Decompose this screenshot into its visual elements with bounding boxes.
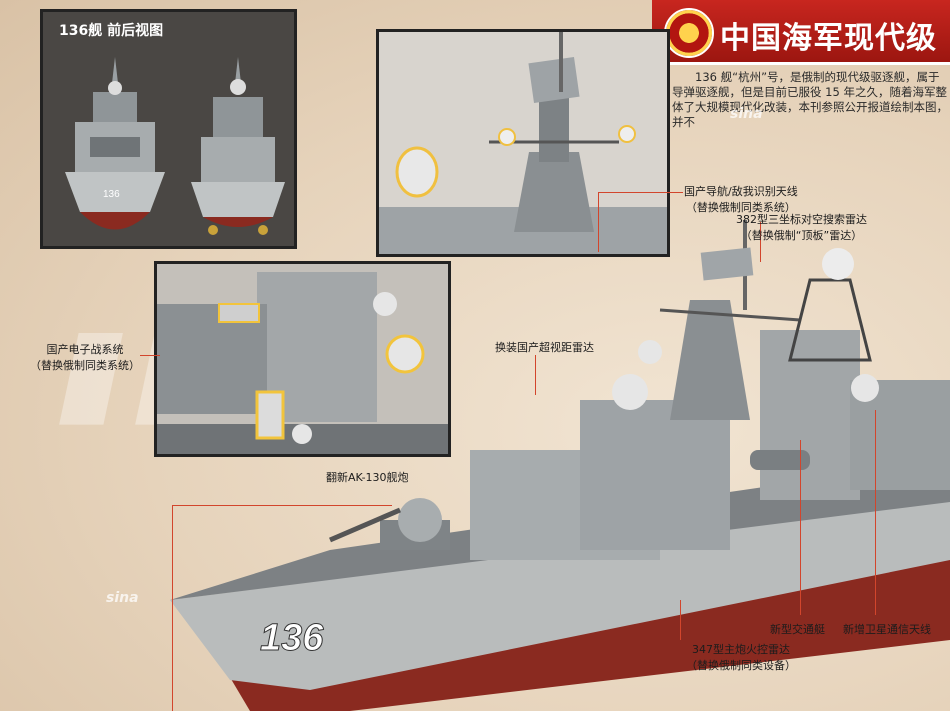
title-banner: 中国海军现代级 (652, 0, 950, 65)
leader-line (172, 505, 173, 711)
callout-line: 382型三坐标对空搜索雷达 (736, 213, 867, 226)
views-panel-title: 136舰 前后视图 (59, 23, 164, 39)
leader-line (875, 410, 876, 615)
svg-text:136: 136 (103, 189, 120, 200)
callout-ak130-gun: 翻新AK-130舰炮 (326, 470, 409, 486)
mast-detail-panel (376, 29, 670, 257)
callout-line: （替换俄制同类系统） (30, 359, 140, 372)
hull-number: 136 (260, 617, 324, 659)
callout-382-radar: 382型三坐标对空搜索雷达 （替换俄制“顶板”雷达） (736, 212, 867, 244)
callout-line: 国产电子战系统 (46, 343, 124, 356)
leader-line (680, 600, 681, 640)
sina-watermark: sina (106, 590, 139, 606)
callout-nav-iff-antenna: 国产导航/敌我识别天线 （替换俄制同类系统） (684, 184, 798, 216)
mast-detail-illustration (379, 32, 667, 254)
callout-line: （替换俄制“顶板”雷达） (740, 229, 863, 242)
leader-line (140, 355, 160, 356)
intro-text: 136 舰“杭州”号，是俄制的现代级驱逐舰，属于导弹驱逐舰，但是目前已服役 15… (672, 70, 950, 130)
ew-detail-illustration (157, 264, 448, 454)
hull-side (170, 500, 950, 690)
page-title: 中国海军现代级 (720, 21, 937, 56)
callout-line: 新增卫星通信天线 (843, 623, 931, 636)
callout-ew-system: 国产电子战系统 （替换俄制同类系统） (30, 342, 140, 374)
callout-new-boat: 新型交通艇 (770, 622, 825, 638)
callout-line: （替换俄制同类系统） (685, 201, 796, 214)
front-rear-views-panel: 136舰 前后视图 136 (40, 9, 297, 249)
ship-front-view: 136 (65, 57, 165, 230)
leader-line (535, 355, 536, 395)
callout-line: （替换俄制同类设备） (686, 659, 796, 672)
main-ship-illustration: 136 (170, 220, 950, 711)
leader-line (598, 192, 599, 252)
leader-line (760, 222, 761, 262)
intro-paragraph: 136 舰“杭州”号，是俄制的现代级驱逐舰，属于导弹驱逐舰，但是目前已服役 15… (672, 70, 948, 129)
callout-line: 换装国产超视距雷达 (495, 341, 594, 354)
leader-line (800, 440, 801, 615)
callout-line: 翻新AK-130舰炮 (326, 471, 409, 484)
leader-line (172, 505, 392, 506)
callout-line: 新型交通艇 (770, 623, 825, 636)
callout-line: 国产导航/敌我识别天线 (684, 185, 798, 198)
navy-emblem-icon (664, 8, 714, 58)
callout-line: 347型主炮火控雷达 (692, 643, 790, 656)
callout-otr-radar: 换装国产超视距雷达 (495, 340, 594, 356)
callout-347-fc-radar: 347型主炮火控雷达 （替换俄制同类设备） (686, 642, 796, 674)
leader-line (598, 192, 683, 193)
ship-rear-view (191, 57, 285, 235)
sina-watermark: sina (730, 106, 763, 122)
ew-detail-panel (154, 261, 451, 457)
callout-satcom-antenna: 新增卫星通信天线 (843, 622, 931, 638)
